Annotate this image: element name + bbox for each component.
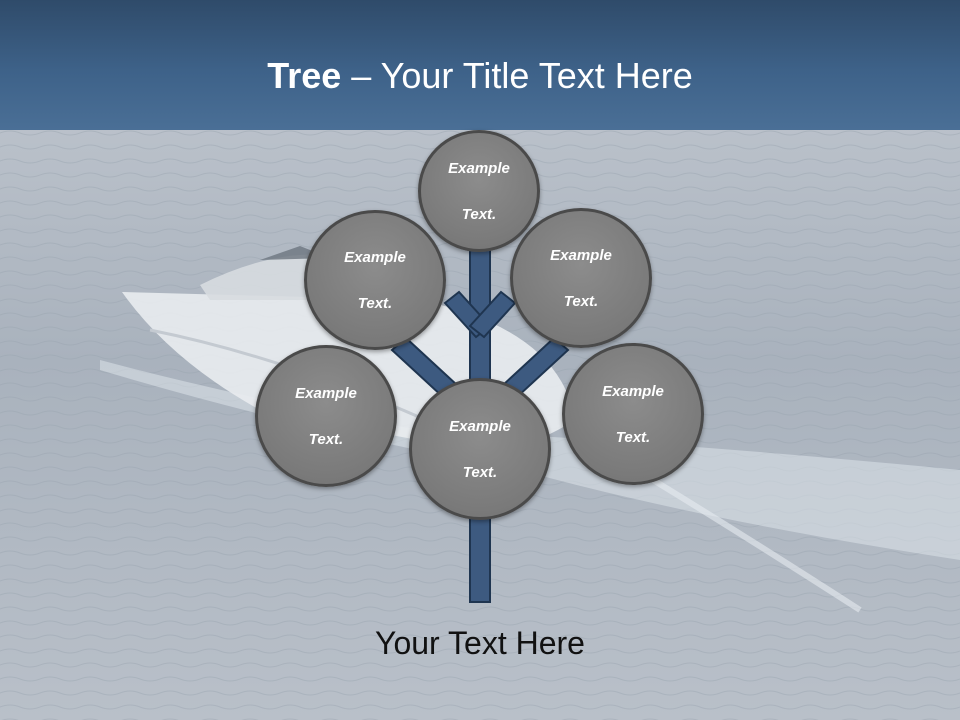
node-text: Example xyxy=(602,382,664,400)
subtitle-text: Your Text Here xyxy=(375,625,585,661)
node-text: Example xyxy=(448,159,510,177)
node-text: Text. xyxy=(462,463,498,481)
node-text: Text. xyxy=(357,294,393,312)
title-bar xyxy=(0,0,960,130)
node-text: Text. xyxy=(615,428,651,446)
node-text: Text. xyxy=(461,205,497,223)
node-text: Text. xyxy=(308,430,344,448)
node-text: Example xyxy=(449,417,511,435)
node-text: Example xyxy=(550,246,612,264)
node-text: Example xyxy=(295,384,357,402)
title-text: – Your Title Text Here xyxy=(341,55,693,96)
node-text: Text. xyxy=(563,292,599,310)
title-bold-word: Tree xyxy=(267,55,342,96)
slide-title: Tree – Your Title Text Here xyxy=(0,52,960,100)
node-text: Example xyxy=(344,248,406,266)
branch-upper-right xyxy=(468,290,517,339)
